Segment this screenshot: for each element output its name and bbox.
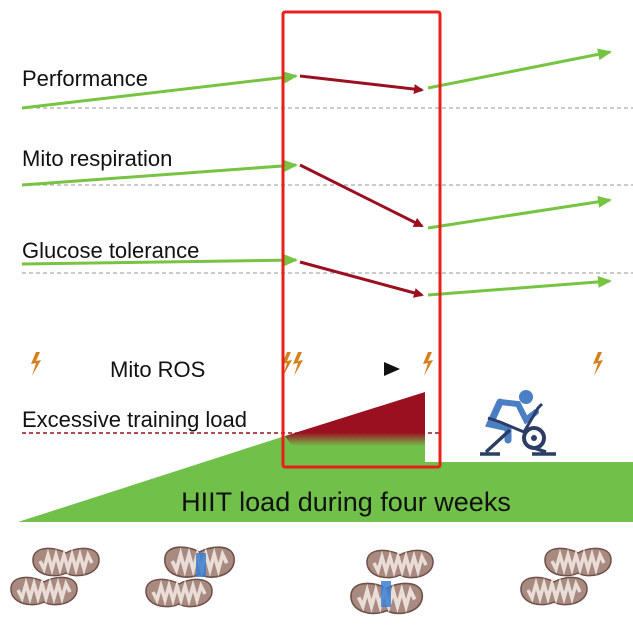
mitochondria-group-fusion (144, 545, 237, 609)
glucose-improve-arrow (21, 254, 298, 267)
ros-lightning-icon (423, 352, 433, 376)
performance-recovery-arrow (427, 48, 612, 90)
respiration-decline-arrow (299, 163, 424, 228)
hiit-load-ramp (18, 436, 633, 522)
performance-improve-arrow (21, 71, 298, 110)
mitochondria-group-recovery (519, 546, 613, 607)
ros-lightning-icon (31, 352, 41, 376)
respiration-recovery-arrow (427, 195, 612, 230)
excess-load-triangle (285, 392, 425, 446)
mito-ros-label: Mito ROS (110, 357, 205, 382)
mitochondria-group-baseline (9, 546, 101, 607)
performance-decline-arrow (299, 74, 424, 95)
metric-label-performance: Performance (22, 66, 148, 91)
overtraining-highlight-box (281, 10, 442, 469)
glucose-decline-arrow (299, 260, 424, 298)
ros-lightning-icon (593, 352, 603, 376)
metric-label-mito-respiration: Mito respiration (22, 146, 172, 171)
metric-label-glucose-tolerance: Glucose tolerance (22, 238, 199, 263)
exercise-bike-icon (480, 390, 556, 456)
ros-lightning-icon (293, 352, 303, 376)
mitochondria-group-overload (349, 548, 435, 616)
hiit-load-label: HIIT load during four weeks (181, 487, 511, 517)
baseline-lines (22, 107, 633, 274)
glucose-recovery-arrow (427, 275, 612, 297)
respiration-improve-arrow (21, 159, 298, 187)
excessive-load-label: Excessive training load (22, 407, 247, 432)
